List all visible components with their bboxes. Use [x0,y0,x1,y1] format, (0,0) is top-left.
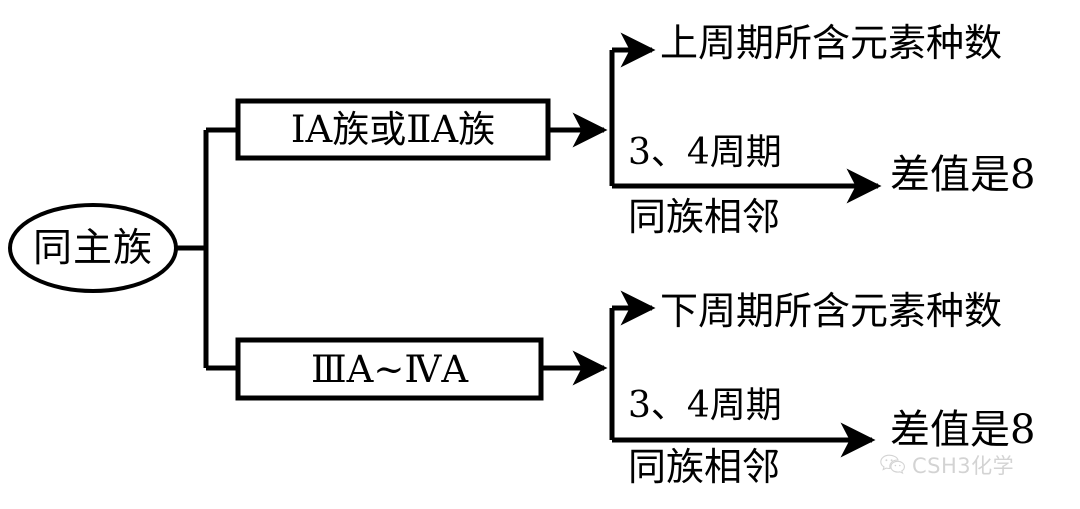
branch-top-head-label: 上周期所含元素种数 [660,21,1003,65]
watermark: CSH3化学 [880,450,1014,480]
wechat-icon [880,454,905,475]
branch-bottom-condition-lower: 同族相邻 [628,445,781,489]
group-label-bottom: ⅢA~ⅣA [310,347,469,391]
branch-top-result: 差值是8 [890,152,1036,198]
root-label: 同主族 [32,225,153,271]
branch-bottom-condition-upper: 3、4周期 [628,385,782,426]
group-label-top: ⅠA族或ⅡA族 [290,108,496,151]
watermark-text: CSH3化学 [912,454,1015,478]
branch-bottom-result: 差值是8 [890,407,1036,453]
group-box-top [235,98,551,161]
branch-top-condition-lower: 同族相邻 [628,195,781,239]
branch-bottom-head-label: 下周期所含元素种数 [660,289,1003,333]
branch-top-condition-upper: 3、4周期 [628,132,782,173]
